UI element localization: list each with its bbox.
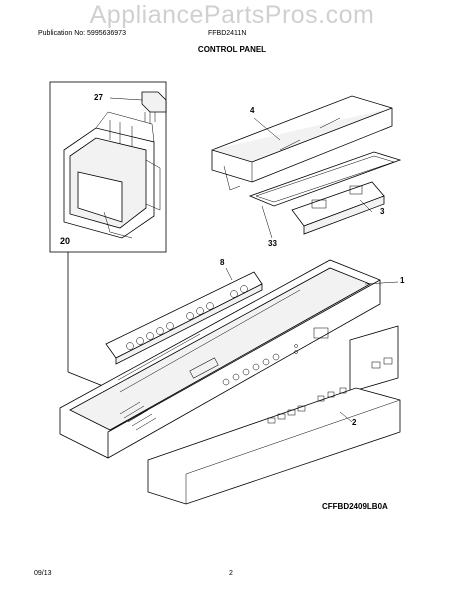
inset-box	[49, 81, 167, 253]
callout-27: 27	[94, 93, 103, 102]
diagram-code: CFFBD2409LB0A	[322, 502, 388, 511]
callout-4: 4	[250, 106, 255, 115]
part-2-overlay	[147, 387, 401, 505]
part-3-board	[291, 181, 385, 235]
callout-33: 33	[268, 239, 277, 248]
callout-3: 3	[380, 207, 385, 216]
callout-8: 8	[220, 258, 225, 267]
callout-20: 20	[60, 236, 71, 246]
part-27-connector	[109, 91, 167, 124]
footer-date: 09/13	[34, 570, 52, 577]
page-title: CONTROL PANEL	[197, 45, 267, 54]
side-flap	[349, 325, 399, 393]
part-4-cover	[211, 95, 393, 191]
part-20-dispenser	[63, 111, 161, 239]
flap-slot	[371, 361, 381, 369]
flap-slot	[383, 357, 393, 365]
part-33-gasket	[248, 151, 402, 239]
part-1-console	[59, 259, 399, 459]
part-8-keypad	[105, 267, 263, 365]
callout-1: 1	[400, 276, 405, 285]
footer-page-number: 2	[229, 570, 233, 577]
watermark: AppliancePartsPros.com	[89, 1, 375, 29]
publication-number: Publication No: 5995636973	[38, 30, 126, 37]
model-number: FFBD2411N	[208, 30, 247, 37]
callout-2: 2	[352, 418, 357, 427]
